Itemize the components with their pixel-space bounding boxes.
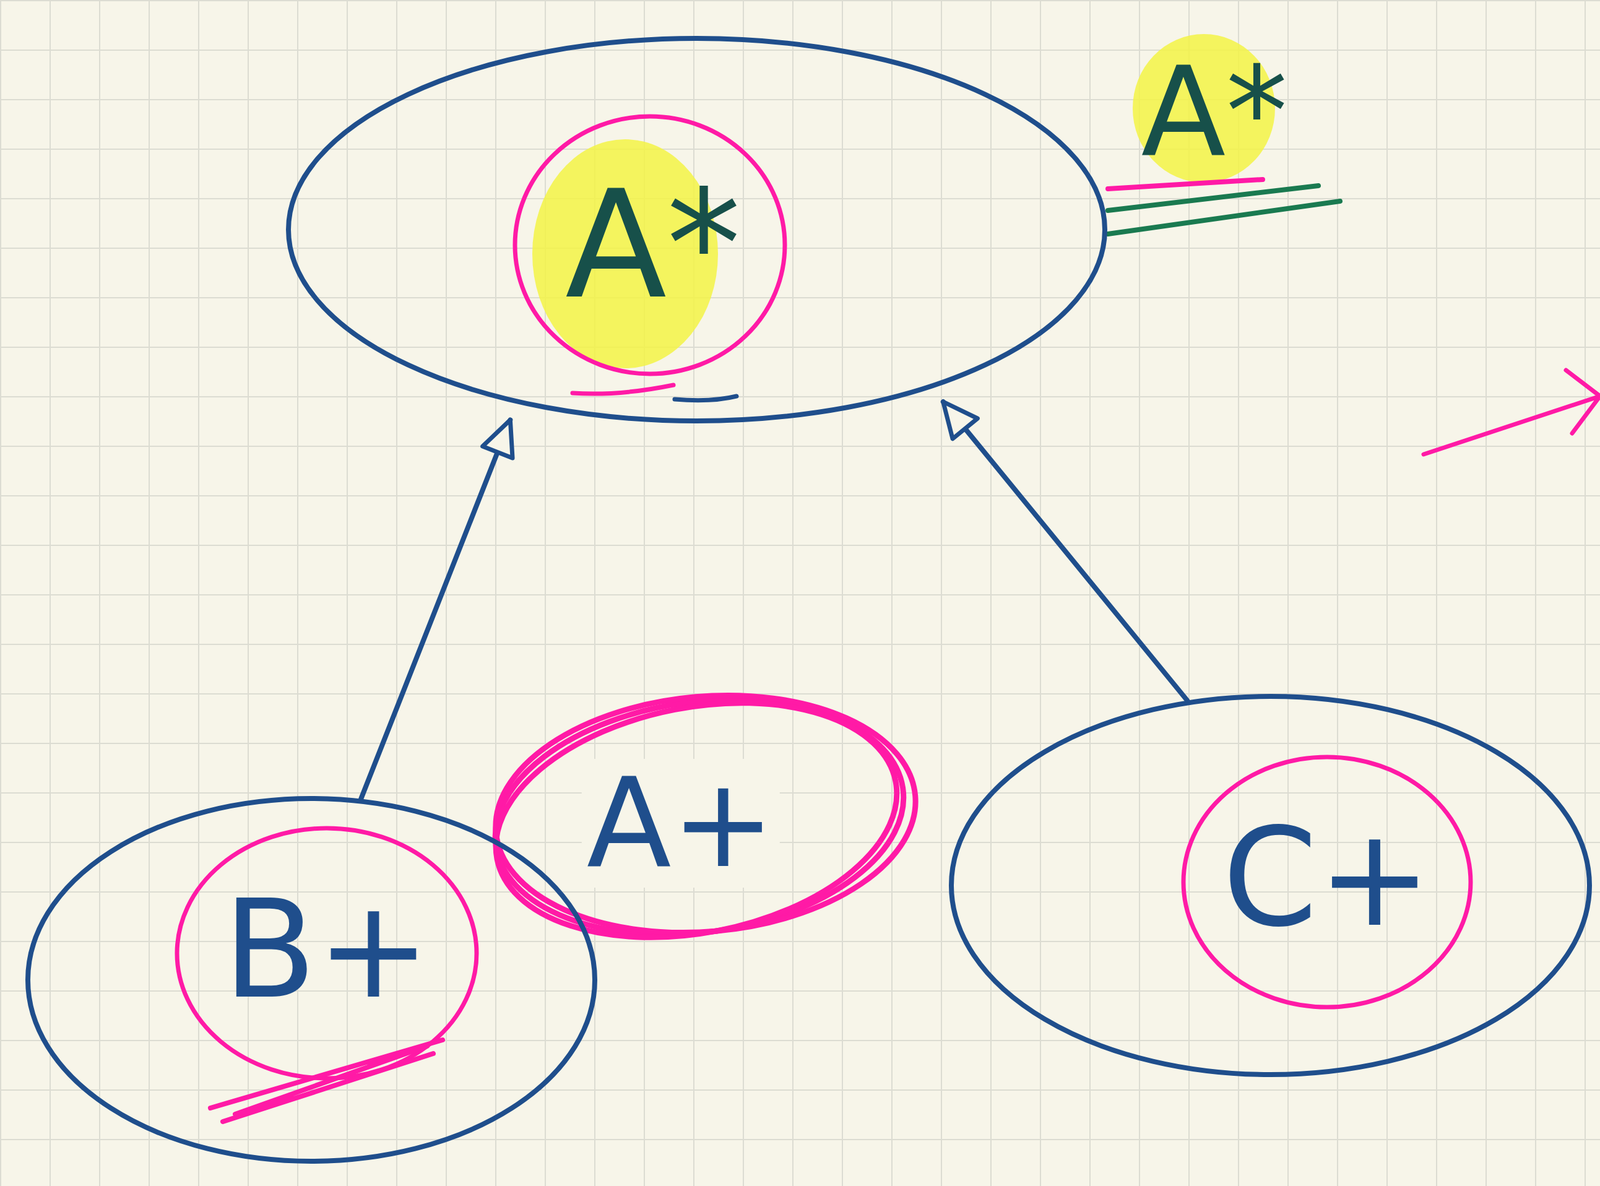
class-ellipse: A*A* <box>285 35 1108 424</box>
class-label: A+ <box>581 758 780 888</box>
pink-circle <box>514 116 785 374</box>
pink-scribble <box>475 670 926 970</box>
inheritance-arrow <box>943 401 1188 701</box>
class-ellipse: B+A+ <box>25 795 598 1164</box>
class-name: A* <box>565 170 741 320</box>
class-ellipse: C+ <box>948 693 1592 1077</box>
pink-circle <box>1183 756 1471 1008</box>
pink-underline <box>572 384 674 394</box>
ellipse <box>951 696 1590 1075</box>
inheritance-arrow <box>360 419 511 799</box>
class-name: C+ <box>1222 809 1432 946</box>
class-name: B+ <box>222 881 431 1018</box>
pink-strike <box>210 1039 443 1122</box>
green-underline <box>1107 201 1341 234</box>
ellipse <box>27 798 595 1162</box>
pink-underline <box>1107 179 1263 189</box>
pink-arrow <box>1423 370 1600 455</box>
ellipse <box>288 38 1105 421</box>
class-label: A* <box>1141 50 1289 174</box>
stroke <box>674 396 737 401</box>
